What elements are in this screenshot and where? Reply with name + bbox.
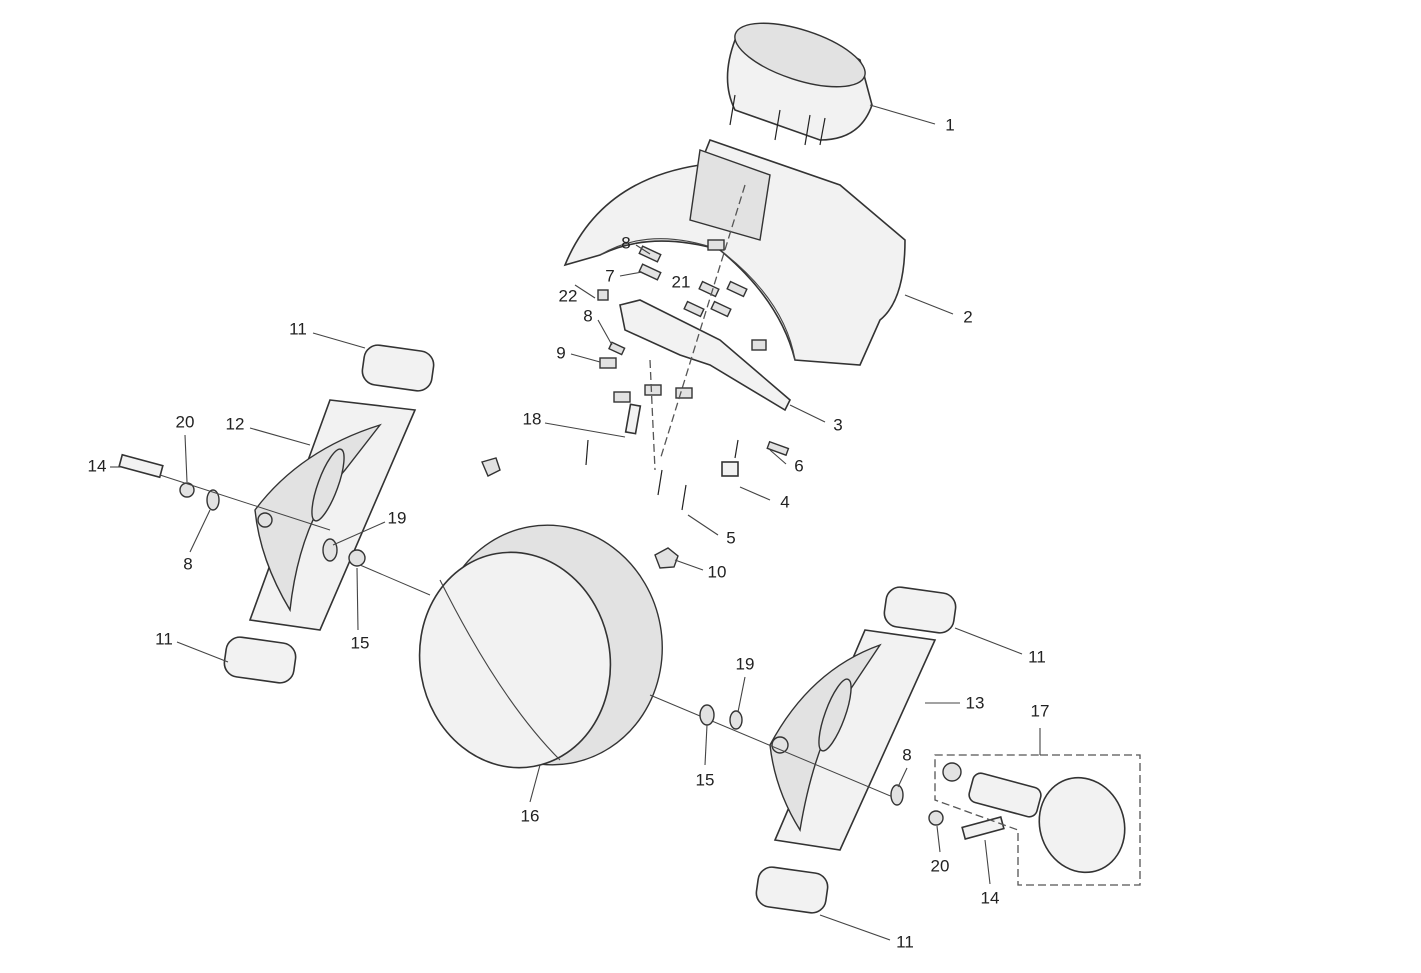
callout-11: 11 bbox=[1028, 647, 1046, 666]
callout-18: 18 bbox=[523, 409, 542, 428]
callout-1: 1 bbox=[945, 115, 954, 134]
right-hardware bbox=[649, 694, 1005, 840]
turn-signal-assembly bbox=[934, 728, 1141, 886]
callout-12: 12 bbox=[226, 414, 245, 433]
callout-9: 9 bbox=[556, 343, 565, 362]
callout-7: 7 bbox=[605, 266, 614, 285]
callout-5: 5 bbox=[726, 528, 735, 547]
callout-13: 13 bbox=[966, 693, 985, 712]
callout-19: 19 bbox=[388, 508, 407, 527]
callout-14: 14 bbox=[88, 456, 107, 475]
fork-boots bbox=[223, 344, 957, 914]
callout-17: 17 bbox=[1031, 701, 1050, 720]
instrument-cluster bbox=[726, 22, 873, 146]
callout-labels: 1 2 3 4 5 6 7 8 8 8 8 9 10 11 11 11 11 1… bbox=[88, 115, 1050, 951]
callout-3: 3 bbox=[833, 415, 842, 434]
callout-2: 2 bbox=[963, 307, 972, 326]
callout-11: 11 bbox=[155, 629, 173, 648]
fasteners bbox=[481, 184, 790, 569]
callout-11: 11 bbox=[896, 932, 914, 951]
callout-8: 8 bbox=[183, 554, 192, 573]
right-headlight-bracket bbox=[769, 629, 937, 851]
left-hardware bbox=[118, 453, 431, 596]
callout-6: 6 bbox=[794, 456, 803, 475]
callout-11: 11 bbox=[289, 319, 307, 338]
callout-8: 8 bbox=[583, 306, 592, 325]
instrument-shroud bbox=[563, 138, 906, 366]
callout-20: 20 bbox=[176, 412, 195, 431]
callout-8: 8 bbox=[621, 233, 630, 252]
callout-20: 20 bbox=[931, 856, 950, 875]
headlight bbox=[418, 524, 663, 769]
callout-14: 14 bbox=[981, 888, 1000, 907]
callout-15: 15 bbox=[351, 633, 370, 652]
callout-16: 16 bbox=[521, 806, 540, 825]
callout-4: 4 bbox=[780, 492, 789, 511]
callout-10: 10 bbox=[708, 562, 727, 581]
callout-8: 8 bbox=[902, 745, 911, 764]
left-headlight-bracket bbox=[248, 399, 417, 631]
leader-lines bbox=[110, 104, 1023, 941]
callout-21: 21 bbox=[672, 272, 691, 291]
callout-22: 22 bbox=[559, 286, 578, 305]
mounting-bracket bbox=[619, 299, 791, 412]
callout-19: 19 bbox=[736, 654, 755, 673]
callout-15: 15 bbox=[696, 770, 715, 789]
